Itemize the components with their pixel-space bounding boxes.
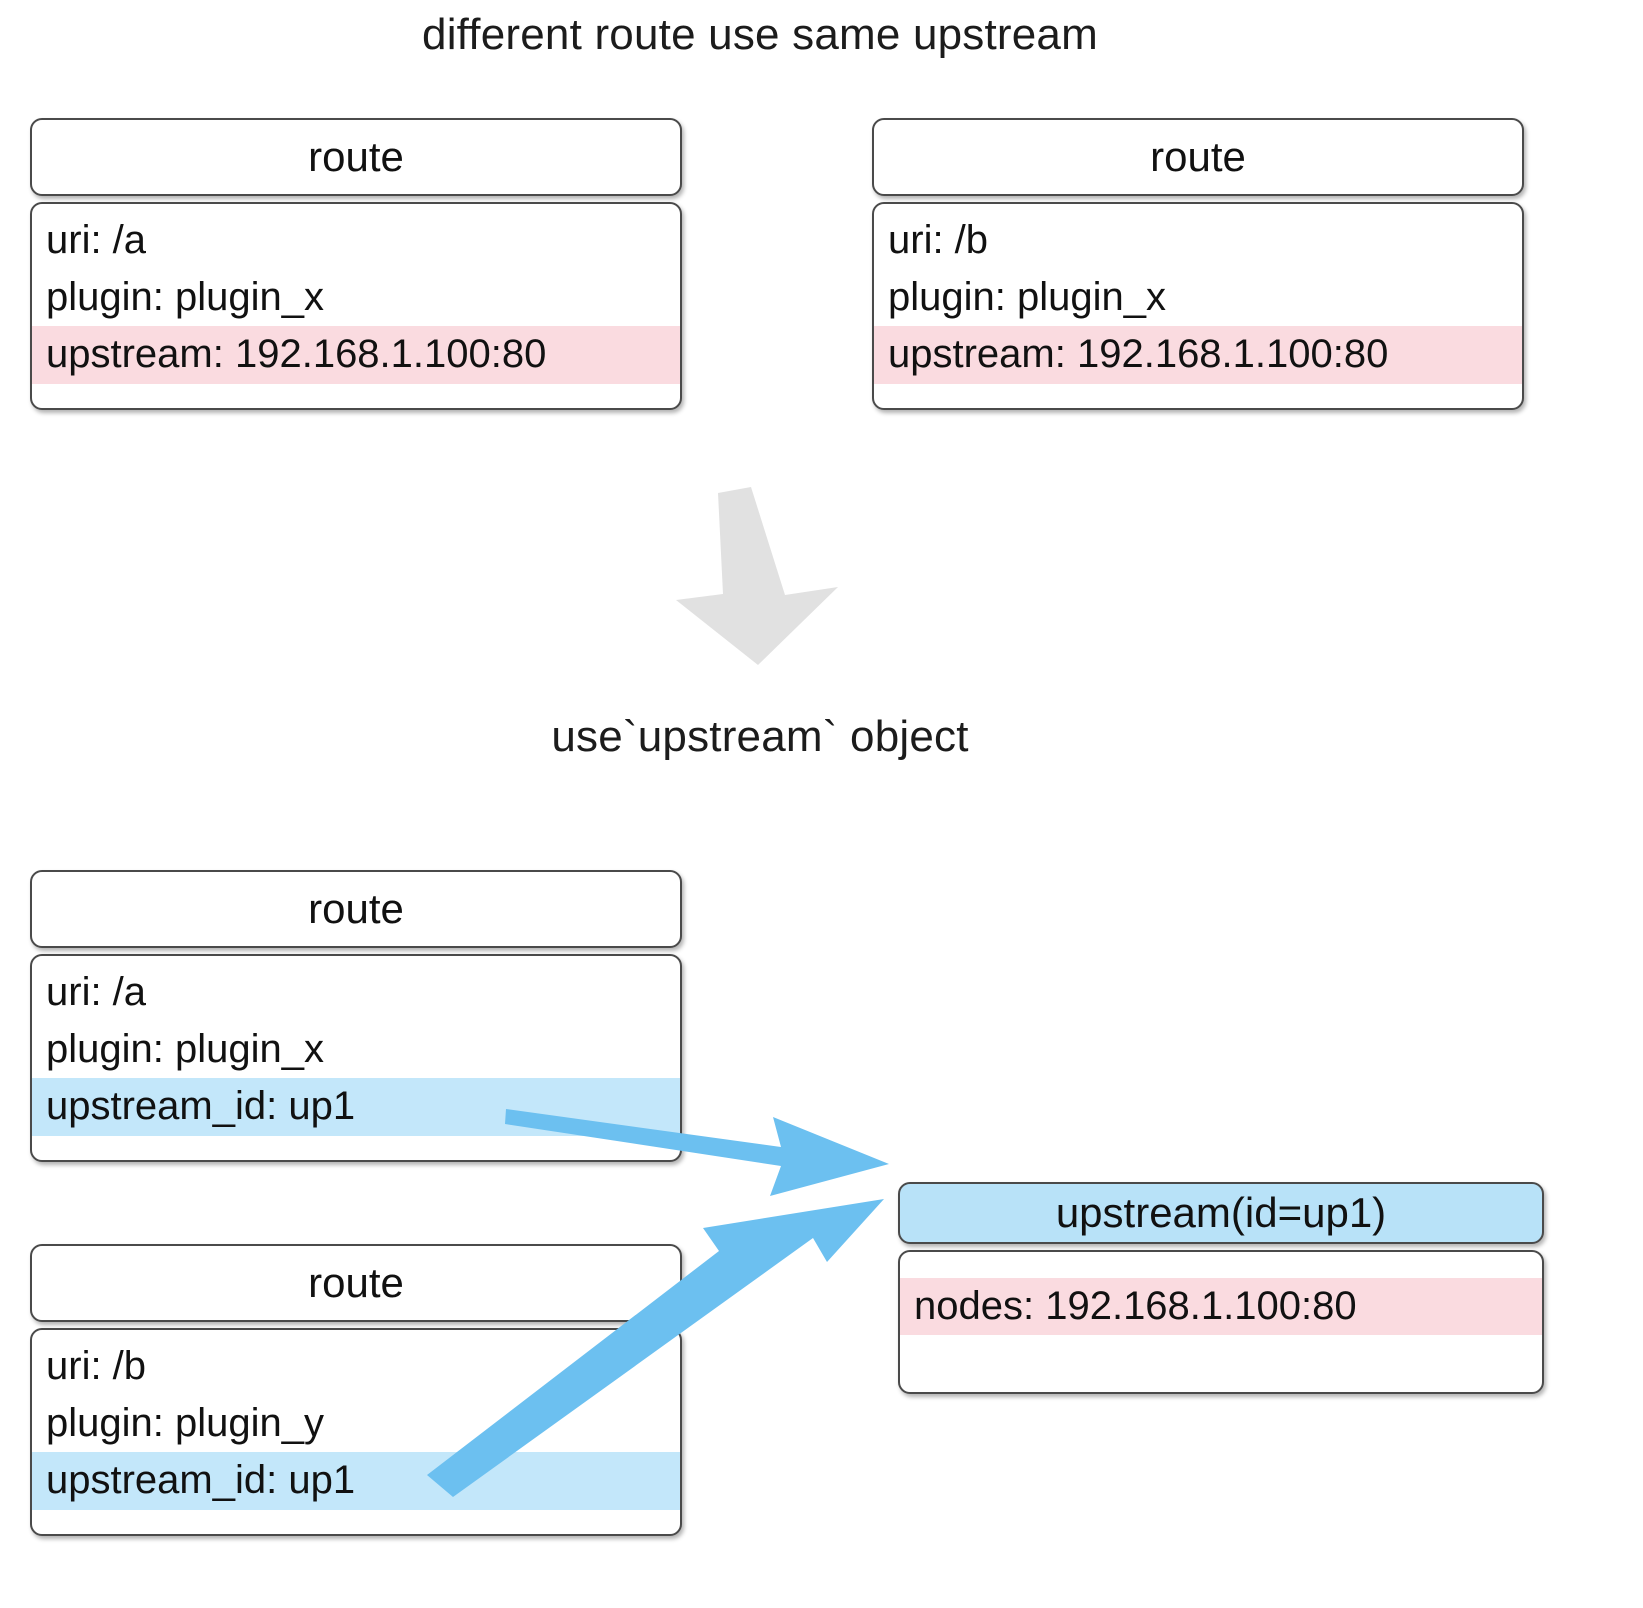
route-header: route bbox=[30, 1244, 682, 1322]
transition-down-arrow bbox=[676, 487, 838, 665]
route-field-uri: uri: /b bbox=[46, 1344, 147, 1388]
route-body: uri: /a plugin: plugin_x upstream: 192.1… bbox=[30, 202, 682, 410]
diagram-title-bottom: use`upstream` object bbox=[551, 712, 969, 761]
route-body: uri: /b plugin: plugin_y upstream_id: up… bbox=[30, 1328, 682, 1536]
upstream-object-box: upstream(id=up1) nodes: 192.168.1.100:80 bbox=[898, 1182, 1544, 1394]
upstream-spacer-bottom bbox=[900, 1335, 1542, 1361]
route-box-top-right: route uri: /b plugin: plugin_x upstream:… bbox=[872, 118, 1524, 410]
route-field-uri: uri: /a bbox=[46, 218, 147, 262]
route-box-bottom-b: route uri: /b plugin: plugin_y upstream_… bbox=[30, 1244, 682, 1536]
route-field-upstream-id: upstream_id: up1 bbox=[32, 1078, 680, 1136]
route-body: uri: /b plugin: plugin_x upstream: 192.1… bbox=[872, 202, 1524, 410]
route-field-plugin: plugin: plugin_y bbox=[46, 1401, 324, 1446]
route-field-uri: uri: /a bbox=[46, 970, 147, 1014]
route-header: route bbox=[30, 118, 682, 196]
diagram-title-top: different route use same upstream bbox=[422, 10, 1098, 59]
route-field-upstream-id: upstream_id: up1 bbox=[32, 1452, 680, 1510]
route-body: uri: /a plugin: plugin_x upstream_id: up… bbox=[30, 954, 682, 1162]
route-box-bottom-a: route uri: /a plugin: plugin_x upstream_… bbox=[30, 870, 682, 1162]
route-field-upstream: upstream: 192.168.1.100:80 bbox=[32, 326, 680, 384]
upstream-body: nodes: 192.168.1.100:80 bbox=[898, 1250, 1544, 1394]
route-header: route bbox=[872, 118, 1524, 196]
route-field-upstream: upstream: 192.168.1.100:80 bbox=[874, 326, 1522, 384]
route-field-uri: uri: /b bbox=[888, 218, 989, 262]
route-field-plugin: plugin: plugin_x bbox=[46, 275, 324, 320]
route-box-top-left: route uri: /a plugin: plugin_x upstream:… bbox=[30, 118, 682, 410]
route-field-plugin: plugin: plugin_x bbox=[888, 275, 1166, 320]
upstream-spacer-top bbox=[900, 1252, 1542, 1278]
route-field-plugin: plugin: plugin_x bbox=[46, 1027, 324, 1072]
upstream-header: upstream(id=up1) bbox=[898, 1182, 1544, 1244]
route-header: route bbox=[30, 870, 682, 948]
upstream-field-nodes: nodes: 192.168.1.100:80 bbox=[900, 1278, 1542, 1336]
